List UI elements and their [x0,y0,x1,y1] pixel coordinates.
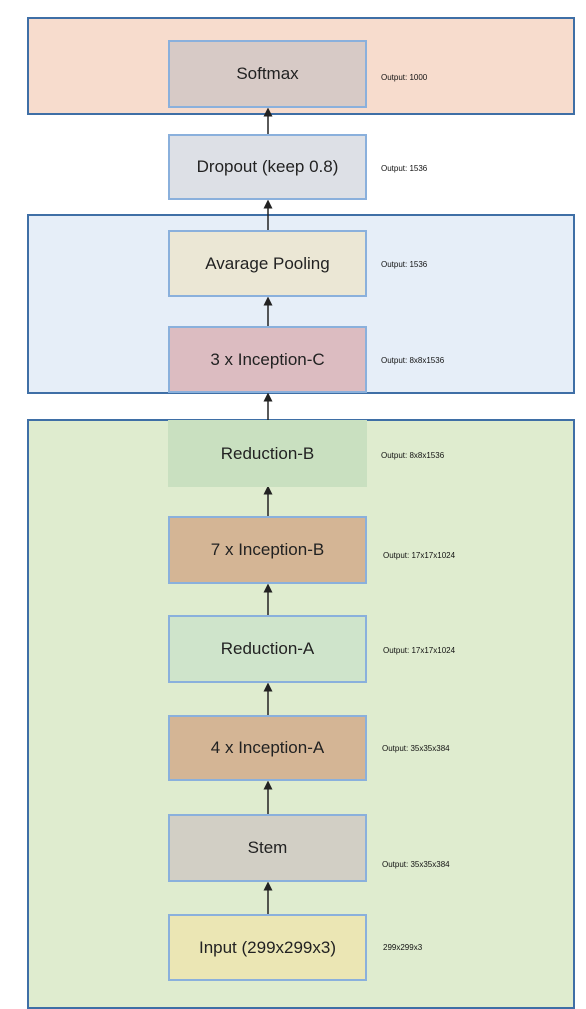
reduction-b-block: Reduction-B [168,420,367,487]
softmax-block: Softmax [168,40,367,108]
reduction-a-output-label: Output: 17x17x1024 [383,646,456,655]
dropout-output-label: Output: 1536 [381,164,428,173]
inception-c-output-label: Output: 8x8x1536 [381,356,445,365]
input-size-label: 299x299x3 [383,943,423,952]
stem-block: Stem [168,814,367,882]
avgpool-output-label: Output: 1536 [381,260,428,269]
dropout-block: Dropout (keep 0.8) [168,134,367,200]
inception-b-output-label: Output: 17x17x1024 [383,551,456,560]
inception-a-output-label: Output: 35x35x384 [382,744,450,753]
average-pooling-block: Avarage Pooling [168,230,367,297]
inception-b-block: 7 x Inception-B [168,516,367,584]
input-block: Input (299x299x3) [168,914,367,981]
inception-a-block: 4 x Inception-A [168,715,367,781]
reduction-b-output-label: Output: 8x8x1536 [381,451,445,460]
inception-c-block: 3 x Inception-C [168,326,367,393]
softmax-output-label: Output: 1000 [381,73,428,82]
reduction-a-block: Reduction-A [168,615,367,683]
stem-output-label: Output: 35x35x384 [382,860,450,869]
